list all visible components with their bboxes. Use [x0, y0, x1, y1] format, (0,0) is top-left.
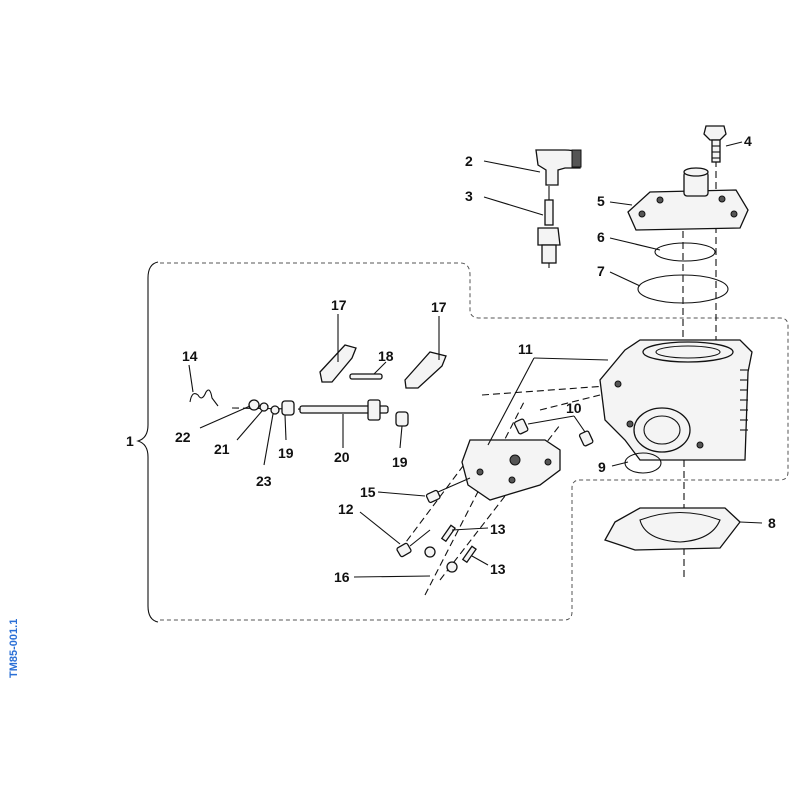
- callout-12: 12: [338, 501, 354, 517]
- callout-2: 2: [465, 153, 473, 169]
- callout-18: 18: [378, 348, 394, 364]
- head-gasket-ring: [637, 274, 729, 304]
- screw-15: [425, 477, 471, 504]
- callout-6: 6: [597, 229, 605, 245]
- studs: [440, 524, 477, 564]
- head-bolt: [703, 125, 727, 163]
- drawing-code-label: TM85-001.1: [8, 619, 20, 678]
- cylinder-head: [627, 167, 749, 231]
- pin-18: [349, 373, 383, 380]
- dowel-pins: [513, 418, 594, 447]
- callout-5: 5: [597, 193, 605, 209]
- callout-23: 23: [256, 473, 272, 489]
- callout-19a: 19: [278, 445, 294, 461]
- valve-housing: [461, 439, 561, 501]
- valve-shaft: [299, 399, 389, 421]
- leader-lines: [188, 141, 763, 578]
- callout-21: 21: [214, 441, 230, 457]
- cylinder: [599, 339, 753, 461]
- callout-22: 22: [175, 429, 191, 445]
- head-o-ring: [654, 242, 716, 262]
- callout-4: 4: [744, 133, 752, 149]
- torsion-spring: [189, 389, 219, 407]
- group-bracket: [136, 261, 159, 623]
- callout-13b: 13: [490, 561, 506, 577]
- callout-17b: 17: [431, 299, 447, 315]
- callout-1: 1: [126, 433, 134, 449]
- washers: [248, 399, 280, 415]
- assembly-group-outline: [160, 262, 789, 621]
- spark-plug-cap: [535, 149, 582, 186]
- callout-19b: 19: [392, 454, 408, 470]
- callout-3: 3: [465, 188, 473, 204]
- screw-12: [396, 529, 431, 558]
- callout-17a: 17: [331, 297, 347, 313]
- nuts: [424, 546, 458, 573]
- callout-20: 20: [334, 449, 350, 465]
- base-gasket: [604, 507, 741, 551]
- cover-plates: [319, 344, 447, 389]
- callout-10: 10: [566, 400, 582, 416]
- callout-14: 14: [182, 348, 198, 364]
- callout-15: 15: [360, 484, 376, 500]
- callout-16: 16: [334, 569, 350, 585]
- callout-8: 8: [768, 515, 776, 531]
- drawing-code-text: TM85-001.1: [8, 619, 20, 678]
- callout-7: 7: [597, 263, 605, 279]
- callout-13a: 13: [490, 521, 506, 537]
- spark-plug: [537, 186, 561, 268]
- callout-11: 11: [518, 341, 533, 357]
- callout-9: 9: [598, 459, 606, 475]
